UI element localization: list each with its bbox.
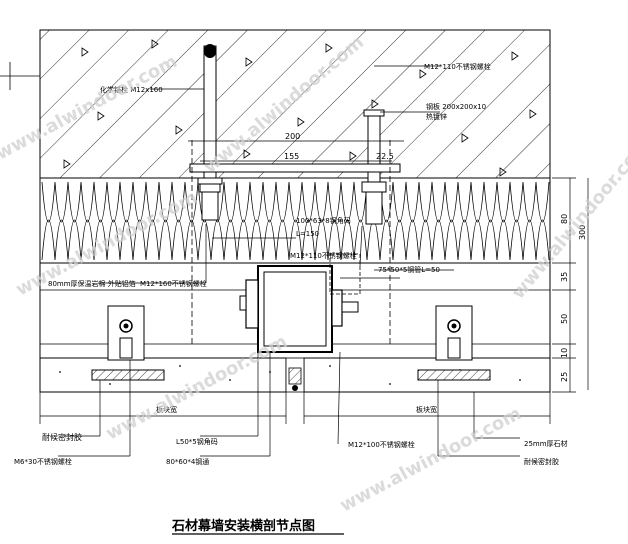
dim-right-300: 300: [578, 225, 587, 240]
aggregate-mark: [297, 117, 305, 127]
dimension-lines: [39, 140, 589, 424]
label-steel-tube: 75*50*5钢管L=50: [378, 265, 440, 274]
chemical-anchor-bolt: [197, 44, 223, 221]
aggregate-mark: [511, 51, 519, 61]
aluminium-clip-right: [417, 305, 491, 381]
aggregate-mark: [63, 159, 71, 169]
drawing-title: 石材幕墙安装横剖节点图: [171, 518, 315, 534]
label-steel-plate: 钢板 200x200x10: [426, 102, 486, 111]
aggregate-mark: [151, 39, 159, 49]
dim-right-50: 50: [560, 314, 569, 324]
label-m6-bolt: M6*30不锈钢螺栓: [14, 457, 72, 466]
dim-155: 155: [284, 152, 299, 161]
watermark-text: www.alwindoor.com: [336, 403, 524, 516]
dim-right-80: 80: [560, 214, 569, 224]
stainless-bolt-right: [361, 109, 387, 225]
label-steel-plate-sub: 热镀锌: [426, 112, 447, 121]
dim-right-10: 10: [560, 348, 569, 358]
steel-plate: [189, 163, 401, 173]
aggregate-mark: [97, 111, 105, 121]
stone-dot: [329, 365, 331, 367]
dim-panel-width-left: 板块宽: [156, 405, 177, 414]
label-bolt-mid: M12*110不锈钢螺栓: [290, 251, 357, 260]
sealant-joint: [285, 357, 305, 393]
stone-dot: [179, 365, 181, 367]
label-l50: L50*5钢角码: [176, 437, 218, 446]
stone-dot: [229, 379, 231, 381]
label-stone-25: 25mm厚石材: [524, 439, 568, 448]
aggregate-mark: [243, 149, 251, 159]
dim-right-25: 25: [560, 372, 569, 382]
stone-dot: [59, 371, 61, 373]
label-sealant-left: 耐候密封胶: [42, 432, 82, 442]
aggregate-mark: [349, 151, 357, 161]
steel-tube: [239, 253, 361, 353]
aggregate-mark: [419, 69, 427, 79]
label-angle-100: 100*63*8钢角码: [296, 216, 351, 225]
aggregate-mark: [461, 133, 469, 143]
label-insulation: 80mm厚保温岩棉 外贴铝箔: [48, 279, 136, 288]
aggregate-mark: [81, 47, 89, 57]
label-bolt-m12-160: M12*160不锈钢螺栓: [140, 279, 207, 288]
dim-panel-width-right: 板块宽: [416, 405, 437, 414]
label-sealant: 耐候密封胶: [524, 457, 559, 466]
stone-dot: [389, 383, 391, 385]
dim-200: 200: [285, 132, 300, 141]
aggregate-mark: [499, 167, 507, 177]
aggregate-mark: [245, 57, 253, 67]
label-anchor-bolt: 化学锚栓 M12x160: [100, 85, 163, 94]
leader-lines: [58, 65, 520, 457]
label-bolt-m12-100: M12*100不锈钢螺栓: [348, 440, 415, 449]
label-l150: L=150: [296, 230, 319, 238]
aggregate-mark: [325, 43, 333, 53]
label-bolt-m12-110: M12*110不锈钢螺栓: [424, 62, 491, 71]
concrete-wall: [39, 29, 551, 179]
aluminium-clip-left: [91, 305, 165, 381]
stone-dot: [519, 379, 521, 381]
aggregate-mark: [529, 109, 537, 119]
stone-dot: [109, 383, 111, 385]
dim-right-35: 35: [560, 272, 569, 282]
aggregate-mark: [175, 125, 183, 135]
dim-22-5: 22.5: [376, 152, 394, 161]
insulation-wave: [41, 181, 550, 261]
label-channel-80: 80*60*4钢通: [166, 457, 209, 466]
insulation-layer: [39, 177, 551, 264]
concrete-aggregate-marks: [63, 39, 537, 177]
aggregate-mark: [371, 99, 379, 109]
